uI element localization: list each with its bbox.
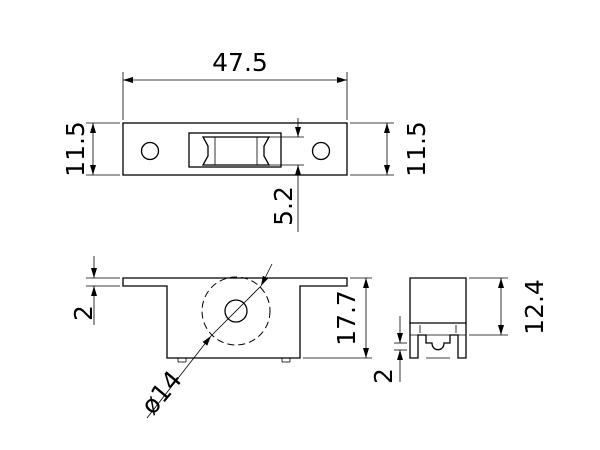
wheel-top-shape xyxy=(201,136,271,166)
dim-label-phi-14: ø14 xyxy=(135,365,187,420)
dim-top-height-right: 11.5 xyxy=(350,121,431,177)
dim-slot-width: 5.2 xyxy=(262,118,304,232)
top-plate-outline xyxy=(122,122,348,176)
side-wheel-outline xyxy=(409,323,467,359)
dim-label-5-2: 5.2 xyxy=(269,186,298,226)
wheel-slot xyxy=(188,132,282,168)
dim-label-11-5-right: 11.5 xyxy=(402,121,431,177)
dim-side-height: 12.4 xyxy=(469,277,549,336)
dim-top-width: 47.5 xyxy=(122,48,348,120)
mount-hole-right xyxy=(311,141,331,161)
axle-circle xyxy=(224,299,248,323)
dim-flange-thickness: 2 xyxy=(69,256,120,325)
dim-body-height: 17.7 xyxy=(303,277,372,359)
side-view xyxy=(409,277,467,359)
dim-label-47-5: 47.5 xyxy=(212,48,268,77)
dim-top-height-left: 11.5 xyxy=(61,121,120,177)
front-body-outline xyxy=(122,277,348,359)
dim-label-17-7: 17.7 xyxy=(332,290,361,346)
dim-label-2-flange: 2 xyxy=(69,305,98,321)
front-view xyxy=(122,276,348,363)
top-view xyxy=(122,122,348,176)
dim-label-12-4: 12.4 xyxy=(520,279,549,335)
dim-side-bottom: 2 xyxy=(369,316,407,384)
wheel-hidden-outline xyxy=(201,276,271,346)
side-body-outline xyxy=(409,277,467,324)
dim-label-2-side: 2 xyxy=(369,368,398,384)
dim-label-11-5-left: 11.5 xyxy=(61,121,90,177)
mount-hole-left xyxy=(140,141,160,161)
dim-wheel-diameter: ø14 xyxy=(135,263,273,420)
